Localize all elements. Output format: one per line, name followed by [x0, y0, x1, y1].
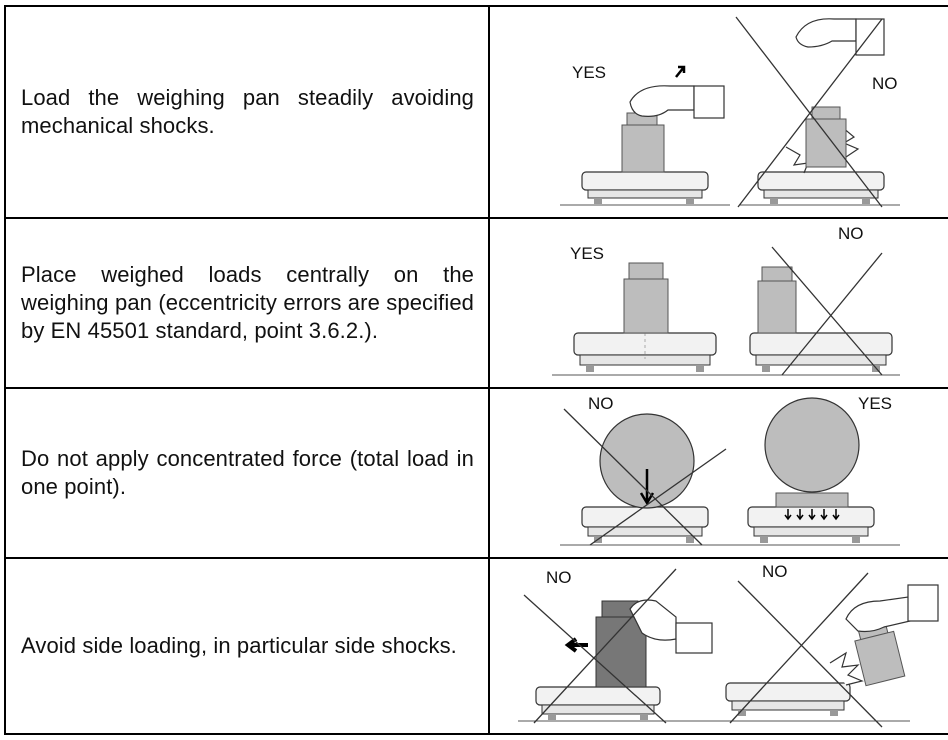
illustration-steady-loading: YES NO — [560, 16, 900, 208]
cross-icon — [771, 246, 883, 376]
label-left: NO — [546, 568, 572, 587]
cross-icon — [735, 16, 883, 208]
cross-icon — [563, 408, 703, 546]
table-row: Load the weighing pan steadily avoiding … — [4, 5, 948, 219]
ball-icon — [764, 397, 860, 493]
label-right: YES — [858, 394, 892, 413]
label-right: NO — [872, 74, 898, 93]
illustration-side-loading: NO NO — [518, 562, 939, 728]
illustration-cell: NO NO — [488, 557, 948, 735]
distributed-arrows-icon — [784, 509, 840, 521]
label-right: NO — [762, 562, 788, 581]
illustration-central-loading: YES NO — [552, 224, 900, 376]
illustration-concentrated-force: NO YES — [560, 394, 900, 546]
weight-icon — [757, 266, 797, 334]
instruction-text: Avoid side loading, in particular side s… — [21, 633, 457, 658]
label-left: YES — [570, 244, 604, 263]
instruction-text-cell: Do not apply concentrated force (total l… — [4, 387, 490, 559]
scale-icon — [757, 171, 885, 204]
illustration-cell: YES NO — [488, 217, 948, 389]
cross-icon — [523, 594, 667, 724]
scale-icon — [725, 682, 851, 716]
hand-icon — [845, 584, 939, 633]
hand-icon — [629, 85, 725, 119]
label-right: NO — [838, 224, 864, 243]
scale-icon — [535, 686, 661, 720]
scale-icon — [573, 332, 717, 372]
scale-icon — [581, 171, 709, 204]
arrow-down-icon — [639, 469, 655, 506]
table-row: Do not apply concentrated force (total l… — [4, 387, 948, 559]
scale-icon — [747, 506, 875, 543]
weight-icon — [805, 106, 847, 168]
instruction-text-cell: Load the weighing pan steadily avoiding … — [4, 5, 490, 219]
illustration-cell: NO YES — [488, 387, 948, 559]
instruction-text-cell: Place weighed loads centrally on the wei… — [4, 217, 490, 389]
weight-icon — [621, 112, 665, 173]
load-plate-icon — [775, 492, 849, 508]
instruction-text-cell: Avoid side loading, in particular side s… — [4, 557, 490, 735]
table-row: Place weighed loads centrally on the wei… — [4, 217, 948, 389]
shock-burst-icon — [829, 651, 864, 686]
table-row: Avoid side loading, in particular side s… — [4, 557, 948, 735]
hand-icon — [629, 599, 713, 654]
label-left: NO — [588, 394, 614, 413]
scale-icon — [749, 332, 893, 372]
instruction-text: Do not apply concentrated force (total l… — [21, 446, 474, 499]
arrow-up-icon — [675, 65, 686, 78]
instruction-text: Place weighed loads centrally on the wei… — [21, 262, 474, 343]
instruction-table: Load the weighing pan steadily avoiding … — [4, 5, 948, 735]
ball-icon — [599, 413, 695, 509]
hand-icon — [795, 18, 885, 56]
cross-icon — [737, 580, 883, 728]
label-left: YES — [572, 63, 606, 82]
instruction-text: Load the weighing pan steadily avoiding … — [21, 85, 474, 138]
illustration-cell: YES NO — [488, 5, 948, 219]
weight-icon — [623, 262, 669, 334]
